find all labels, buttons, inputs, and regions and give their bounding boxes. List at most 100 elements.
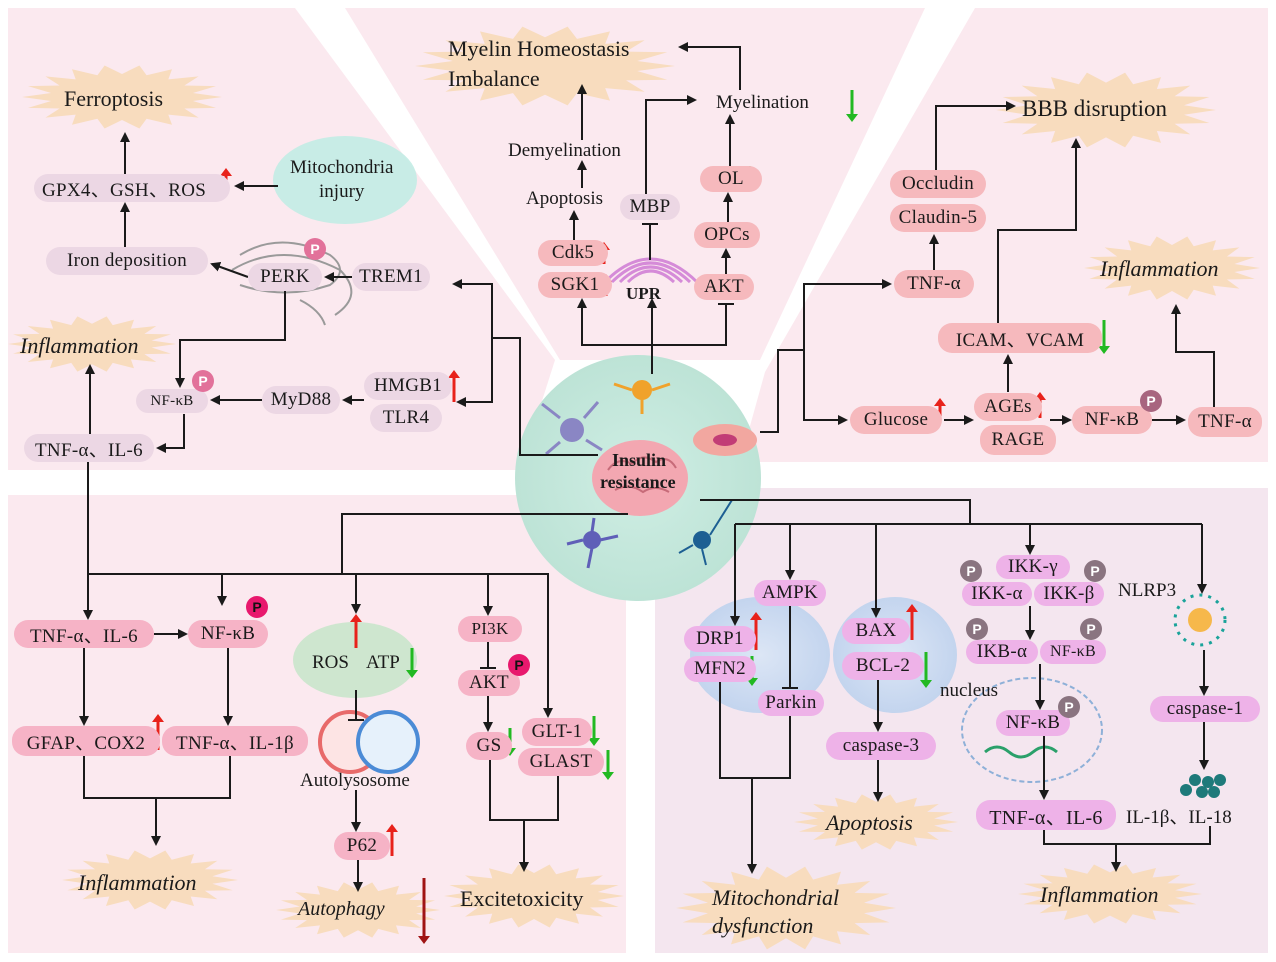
ros-label: ROS [312, 652, 349, 673]
neuron-icon [678, 499, 733, 566]
edge-nfkb-tnf [156, 414, 185, 453]
claudin5-node: Claudin-5 [890, 204, 986, 232]
p-badge-ikk-beta: P [1084, 560, 1106, 582]
p-badge-akt-bottom-left: P [508, 654, 530, 676]
excitotoxicity-label: Excitetoxicity [460, 886, 584, 911]
tnfa2-top-right-node: TNF-α [1188, 407, 1262, 437]
edge-center-sgk1 [577, 298, 652, 346]
p62-node: P62 [334, 832, 390, 860]
tlr4-node: TLR4 [370, 404, 442, 432]
inflammation-top-left-label: Inflammation [20, 333, 139, 358]
connectors [79, 42, 1215, 892]
edge-myelination-imbalance [678, 42, 741, 90]
burst-mito-dys [676, 866, 896, 950]
inflammation-top-right-label: Inflammation [1100, 256, 1219, 281]
ages-node: AGEs [974, 393, 1042, 421]
ikk-beta-node: IKK-β [1034, 582, 1104, 606]
edge-perk-iron [210, 262, 249, 278]
center-title-line2: resistance [600, 472, 676, 492]
occludin-node: Occludin [890, 170, 986, 198]
down-arrow-glast [602, 750, 614, 780]
er-organelle-icon [231, 241, 353, 326]
iron-deposition-node: Iron deposition [46, 247, 208, 275]
myelin-imbalance-label: Myelin Homeostasis Imbalance [448, 36, 630, 91]
apoptosis-label: Apoptosis [526, 188, 604, 209]
p-badge-nfkb-top-left: P [192, 370, 214, 392]
edge-mbp-myelination [645, 95, 697, 194]
glt1-node: GLT-1 [522, 718, 592, 746]
down-arrow-atp [406, 648, 418, 678]
brain-icon [592, 440, 688, 516]
burst-inflam-tl [8, 316, 176, 372]
p-badge-nfkb-top-right: P [1140, 390, 1162, 412]
edge-center-hmgb1 [456, 338, 493, 407]
p-badge-perk: P [304, 238, 326, 260]
burst-bbb [996, 72, 1216, 148]
parkin-node: Parkin [758, 690, 824, 716]
p-badge-nfkb-bottom-left: P [246, 596, 268, 618]
tnf-il6-bottom-left-node: TNF-α、IL-6 [14, 620, 154, 648]
ikk-alpha-node: IKK-α [962, 582, 1032, 606]
nucleus-label: nucleus [940, 680, 999, 701]
mitochondria-injury-label: Mitochondria injury [290, 157, 394, 202]
burst-inflam-tr [1084, 236, 1260, 300]
il-dots-icon [1180, 774, 1226, 798]
mitochondrial-dysfunction-label: Mitochondrial dysfunction [712, 885, 840, 938]
ampk-node: AMPK [754, 580, 826, 606]
perk-node: PERK [248, 263, 322, 291]
tnfa-top-right-node: TNF-α [894, 270, 974, 298]
sgk1-node: SGK1 [538, 272, 612, 298]
up-arrow-p62 [386, 824, 398, 856]
p-badge-nfkb-nucleus: P [1058, 696, 1080, 718]
myelination-label: Myelination [716, 92, 809, 113]
akt-top-node: AKT [694, 274, 754, 300]
autophagy-label: Autophagy [298, 898, 385, 920]
drp1-node: DRP1 [684, 626, 756, 652]
up-arrow-ros-bl [350, 614, 362, 648]
bbb-disruption-label: BBB disruption [1022, 96, 1168, 121]
pi3k-node: PI3K [458, 616, 522, 642]
down-arrow-myelination [846, 90, 858, 122]
burst-myelin [415, 26, 675, 106]
up-arrow-bax [906, 604, 918, 640]
nfkb-top-left-node: NF-κB [136, 389, 208, 413]
edge-mito-merge [719, 682, 791, 779]
caspase3-node: caspase-3 [826, 732, 936, 760]
oligodendrocyte-icon [566, 517, 619, 569]
burst-inflam-br [1018, 864, 1202, 924]
nfkb-bottom-left-node: NF-κB [188, 620, 268, 648]
burst-autophagy [276, 882, 440, 938]
gpx4-gsh-ros-node: GPX4、GSH、ROS [34, 174, 230, 202]
bcl2-node: BCL-2 [842, 652, 924, 680]
bax-node: BAX [842, 618, 910, 644]
burst-ferroptosis [22, 65, 222, 129]
ros-atp-blob [293, 622, 417, 698]
rage-node: RAGE [980, 425, 1056, 455]
edge-icam-bbb [997, 138, 1081, 323]
ol-node: OL [700, 166, 762, 192]
ikb-alpha-node: IKB-α [966, 640, 1038, 664]
nfkb-top-right-node: NF-κB [1072, 406, 1152, 434]
glast-node: GLAST [518, 748, 604, 776]
mbp-node: MBP [620, 194, 680, 220]
edge-br-inflam-merge [1043, 826, 1211, 845]
nfkb-nucleus-node: NF-κB [996, 710, 1070, 736]
down-arrow-bcl2 [920, 652, 932, 688]
edge-right-glucose [803, 350, 848, 425]
cdk5-node: Cdk5 [538, 240, 608, 266]
tnf-il6-bottom-right-node: TNF-α、IL-6 [976, 800, 1116, 830]
mitochondria-injury-blob [273, 136, 417, 224]
center-title-line1: Insulin [612, 450, 667, 470]
down-arrow-glt1 [588, 716, 600, 746]
bursts [8, 26, 1260, 950]
mfn2-node: MFN2 [684, 656, 756, 682]
edge-bl-glt1 [488, 573, 553, 718]
inflammation-bottom-left-label: Inflammation [78, 870, 197, 895]
edge-tnfa2-inflammation [1171, 304, 1215, 407]
akt-bottom-left-node: AKT [458, 670, 520, 696]
trem1-node: TREM1 [352, 263, 430, 291]
ferroptosis-label: Ferroptosis [64, 86, 163, 111]
edge-center-akt [652, 304, 727, 346]
tnf-il6-top-left-node: TNF-α、IL-6 [24, 434, 154, 462]
